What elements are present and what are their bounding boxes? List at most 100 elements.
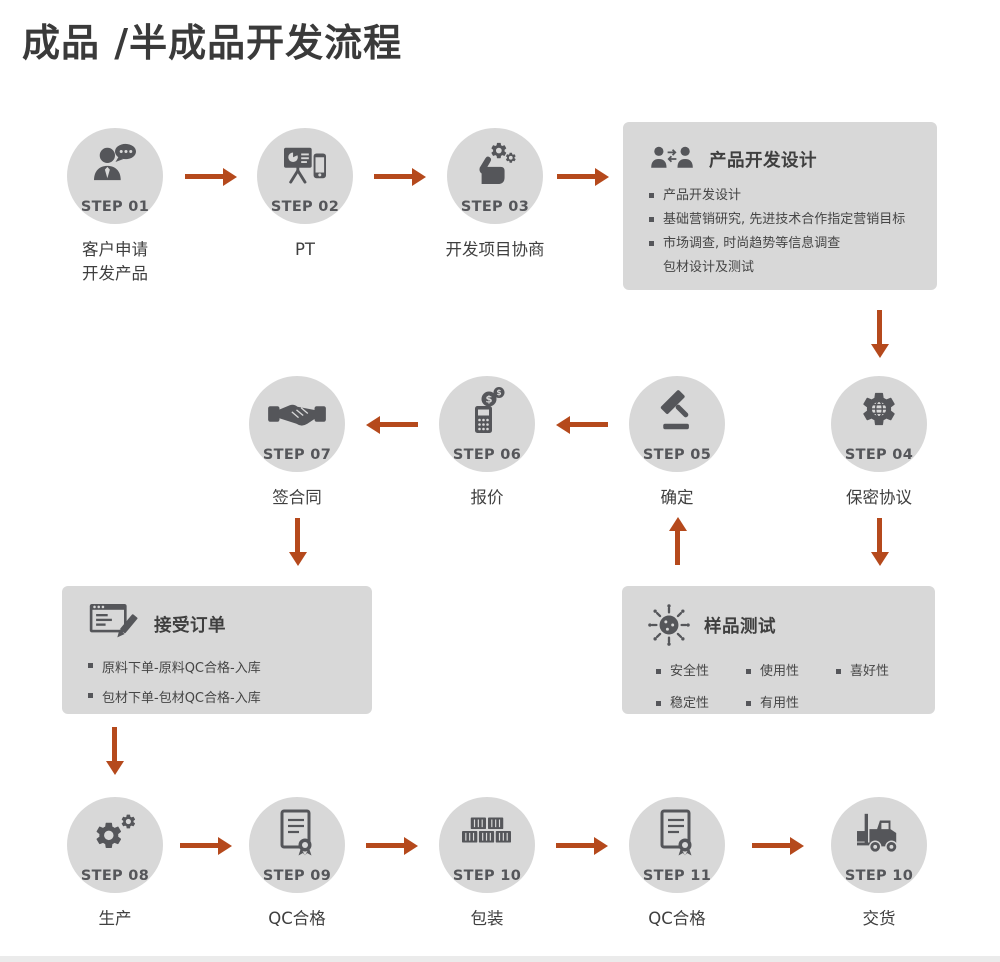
order-bullets: 原料下单-原料QC合格-入库 包材下单-包材QC合格-入库 [88, 654, 346, 714]
step-12-circle: STEP 10 [831, 797, 927, 893]
sample-bullet-1: 安全性 [670, 664, 710, 679]
step-02-circle: STEP 02 [257, 128, 353, 224]
step-06-caption: 报价 [470, 488, 504, 507]
step-04-label: STEP 04 [844, 447, 914, 463]
step-06: STEP 06 报价 [439, 376, 535, 510]
team-icon [649, 144, 695, 174]
arrow-step07-orderbox [295, 518, 300, 552]
qc-certificate-icon [657, 808, 697, 856]
arrow-designbox-step04 [877, 310, 882, 344]
step-08-label: STEP 08 [80, 868, 150, 884]
arrow-step04-samplebox [877, 518, 882, 552]
step-11: STEP 11 QC合格 [629, 797, 725, 931]
bullet-marker [746, 701, 751, 707]
step-03-circle: STEP 03 [447, 128, 543, 224]
order-box: 接受订单 原料下单-原料QC合格-入库 包材下单-包材QC合格-入库 [62, 586, 372, 714]
step-09-label: STEP 09 [262, 868, 332, 884]
step-11-circle: STEP 11 [629, 797, 725, 893]
step-07-circle: STEP 07 [249, 376, 345, 472]
bullet-marker [746, 669, 751, 674]
arrow-step09-step10 [366, 843, 404, 848]
step-01-circle: STEP 01 [67, 128, 163, 224]
step-06-label: STEP 06 [452, 447, 522, 463]
sample-bullet-row: 安全性 [656, 660, 746, 684]
handshake-icon [268, 398, 326, 431]
bullet-marker [649, 217, 654, 223]
design-bullet-extra: 包材设计及测试 [663, 260, 755, 276]
order-bullet-2: 包材下单-包材QC合格-入库 [102, 690, 261, 706]
step-06-circle: STEP 06 [439, 376, 535, 472]
step-05-circle: STEP 05 [629, 376, 725, 472]
order-bullet-1: 原料下单-原料QC合格-入库 [102, 661, 261, 676]
sample-bullet-row: 喜好性 [836, 660, 909, 684]
step-10-caption: 包装 [470, 909, 504, 928]
step-09: STEP 09 QC合格 [249, 797, 345, 931]
gavel-icon [655, 388, 699, 432]
step-04-circle: STEP 04 [831, 376, 927, 472]
sample-bullet-4: 稳定性 [670, 696, 710, 712]
design-bullet-row: 产品开发设计 [649, 184, 911, 208]
sample-bullet-3: 喜好性 [850, 664, 890, 679]
step-12-delivery: STEP 10 交货 [831, 797, 927, 931]
sample-test-box-header: 样品测试 [648, 604, 909, 646]
qc-certificate-icon [277, 808, 317, 856]
step-12-caption: 交货 [862, 909, 896, 928]
delivery-forklift-icon [856, 810, 902, 854]
step-08: STEP 08 生产 [67, 797, 163, 931]
bullet-marker [88, 663, 93, 668]
step-09-circle: STEP 09 [249, 797, 345, 893]
arrow-step03-designbox [557, 174, 595, 179]
design-bullet-2: 基础营销研究, 先进技术合作指定营销目标 [663, 212, 906, 228]
product-design-box: 产品开发设计 产品开发设计 基础营销研究, 先进技术合作指定营销目标 市场调查,… [623, 122, 937, 290]
packaging-containers-icon [462, 815, 512, 847]
sample-bullet-2: 使用性 [760, 664, 800, 679]
bottom-divider [0, 956, 1000, 962]
step-02-caption: PT [294, 240, 316, 259]
sample-bullet-row: 稳定性 [656, 692, 746, 716]
order-window-icon [88, 604, 140, 644]
order-box-header: 接受订单 [88, 604, 346, 644]
step-03-label: STEP 03 [460, 199, 530, 215]
step-04-caption: 保密协议 [846, 488, 912, 507]
product-design-bullets: 产品开发设计 基础营销研究, 先进技术合作指定营销目标 市场调查, 时尚趋势等信… [649, 184, 911, 280]
arrow-step11-step12 [752, 843, 790, 848]
arrow-step08-step09 [180, 843, 218, 848]
design-bullet-row: 市场调查, 时尚趋势等信息调查 [649, 232, 911, 256]
step-09-caption: QC合格 [268, 909, 326, 928]
sample-test-icon [648, 604, 690, 646]
arrow-samplebox-step05 [675, 531, 680, 565]
step-07-caption: 签合同 [272, 488, 322, 507]
step-10: STEP 10 包装 [439, 797, 535, 931]
step-08-circle: STEP 08 [67, 797, 163, 893]
arrow-orderbox-step08 [112, 727, 117, 761]
bullet-marker [656, 701, 661, 707]
order-box-title: 接受订单 [154, 615, 226, 636]
step-05-caption: 确定 [660, 488, 694, 507]
hand-gears-icon [472, 141, 518, 185]
arrow-step06-step07 [380, 422, 418, 427]
step-03-caption: 开发项目协商 [445, 240, 545, 259]
page-title: 成品 /半成品开发流程 [22, 21, 403, 65]
presentation-icon [282, 142, 328, 184]
step-01-label: STEP 01 [80, 199, 150, 215]
sample-bullet-row: 有用性 [746, 692, 836, 716]
product-design-box-title: 产品开发设计 [709, 150, 817, 171]
step-08-caption: 生产 [98, 909, 132, 928]
production-gears-icon [92, 811, 138, 853]
step-10-circle: STEP 10 [439, 797, 535, 893]
step-10-label: STEP 10 [452, 868, 522, 884]
step-02-label: STEP 02 [270, 199, 340, 215]
step-07-label: STEP 07 [262, 447, 332, 463]
design-bullet-3: 市场调查, 时尚趋势等信息调查 [663, 236, 841, 252]
product-design-box-header: 产品开发设计 [649, 144, 911, 174]
step-01-caption: 客户申请 开发产品 [82, 240, 148, 283]
step-05: STEP 05 确定 [629, 376, 725, 510]
step-02: STEP 02 PT [257, 128, 353, 262]
step-03: STEP 03 开发项目协商 [446, 128, 545, 262]
price-quote-icon [467, 387, 507, 433]
sample-test-box-title: 样品测试 [704, 616, 776, 637]
sample-bullet-row: 使用性 [746, 660, 836, 684]
step-01: STEP 01 客户申请 开发产品 [67, 128, 163, 286]
bullet-marker [656, 669, 661, 674]
bullet-marker [649, 193, 654, 198]
